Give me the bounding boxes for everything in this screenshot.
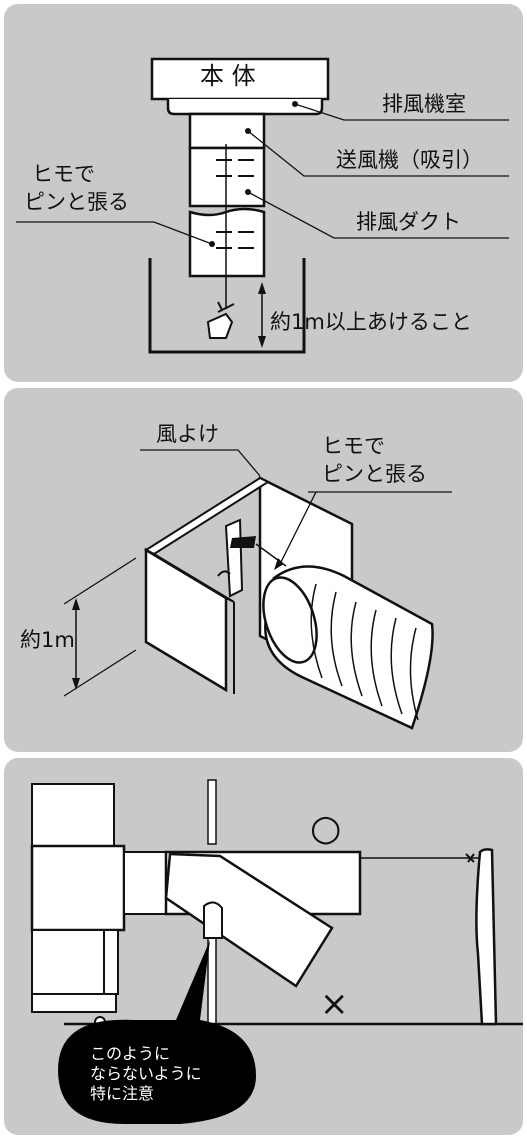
main-body-label: 本 体 (200, 62, 256, 90)
panel-exhaust-layout: 本 体 排風機室 送風機（吸引） 排風ダクト ヒモで ピンと張る 約1m以上あけ… (4, 4, 523, 382)
warning-line2: ならないように (90, 1064, 202, 1083)
exhaust-chamber-label: 排風機室 (382, 92, 466, 116)
clearance-label: 約1m以上あけること (270, 310, 472, 334)
windbreak-label: 風よけ (156, 422, 219, 446)
warning-line1: このように (90, 1044, 171, 1063)
height-label: 約1m (20, 628, 75, 652)
string-label-line1: ヒモで (322, 434, 385, 458)
windbreak-diagram (63, 449, 452, 730)
exhaust-layout-diagram (16, 57, 509, 354)
incorrect-install-diagram (30, 779, 523, 1124)
string-label-line1: ヒモで (32, 162, 95, 186)
correct-mark: ○ (310, 808, 342, 849)
panel-incorrect-install: ○ × このように ならないように 特に注意 (4, 758, 523, 1135)
blower-label: 送風機（吸引） (336, 148, 483, 172)
string-label-line2: ピンと張る (24, 190, 129, 214)
string-label-line2: ピンと張る (322, 462, 427, 486)
panel-windbreak: 風よけ ヒモで ピンと張る 約1m (4, 388, 523, 752)
warning-line3: 特に注意 (90, 1084, 155, 1103)
incorrect-mark: × (320, 984, 349, 1024)
exhaust-duct-label: 排風ダクト (356, 210, 461, 234)
